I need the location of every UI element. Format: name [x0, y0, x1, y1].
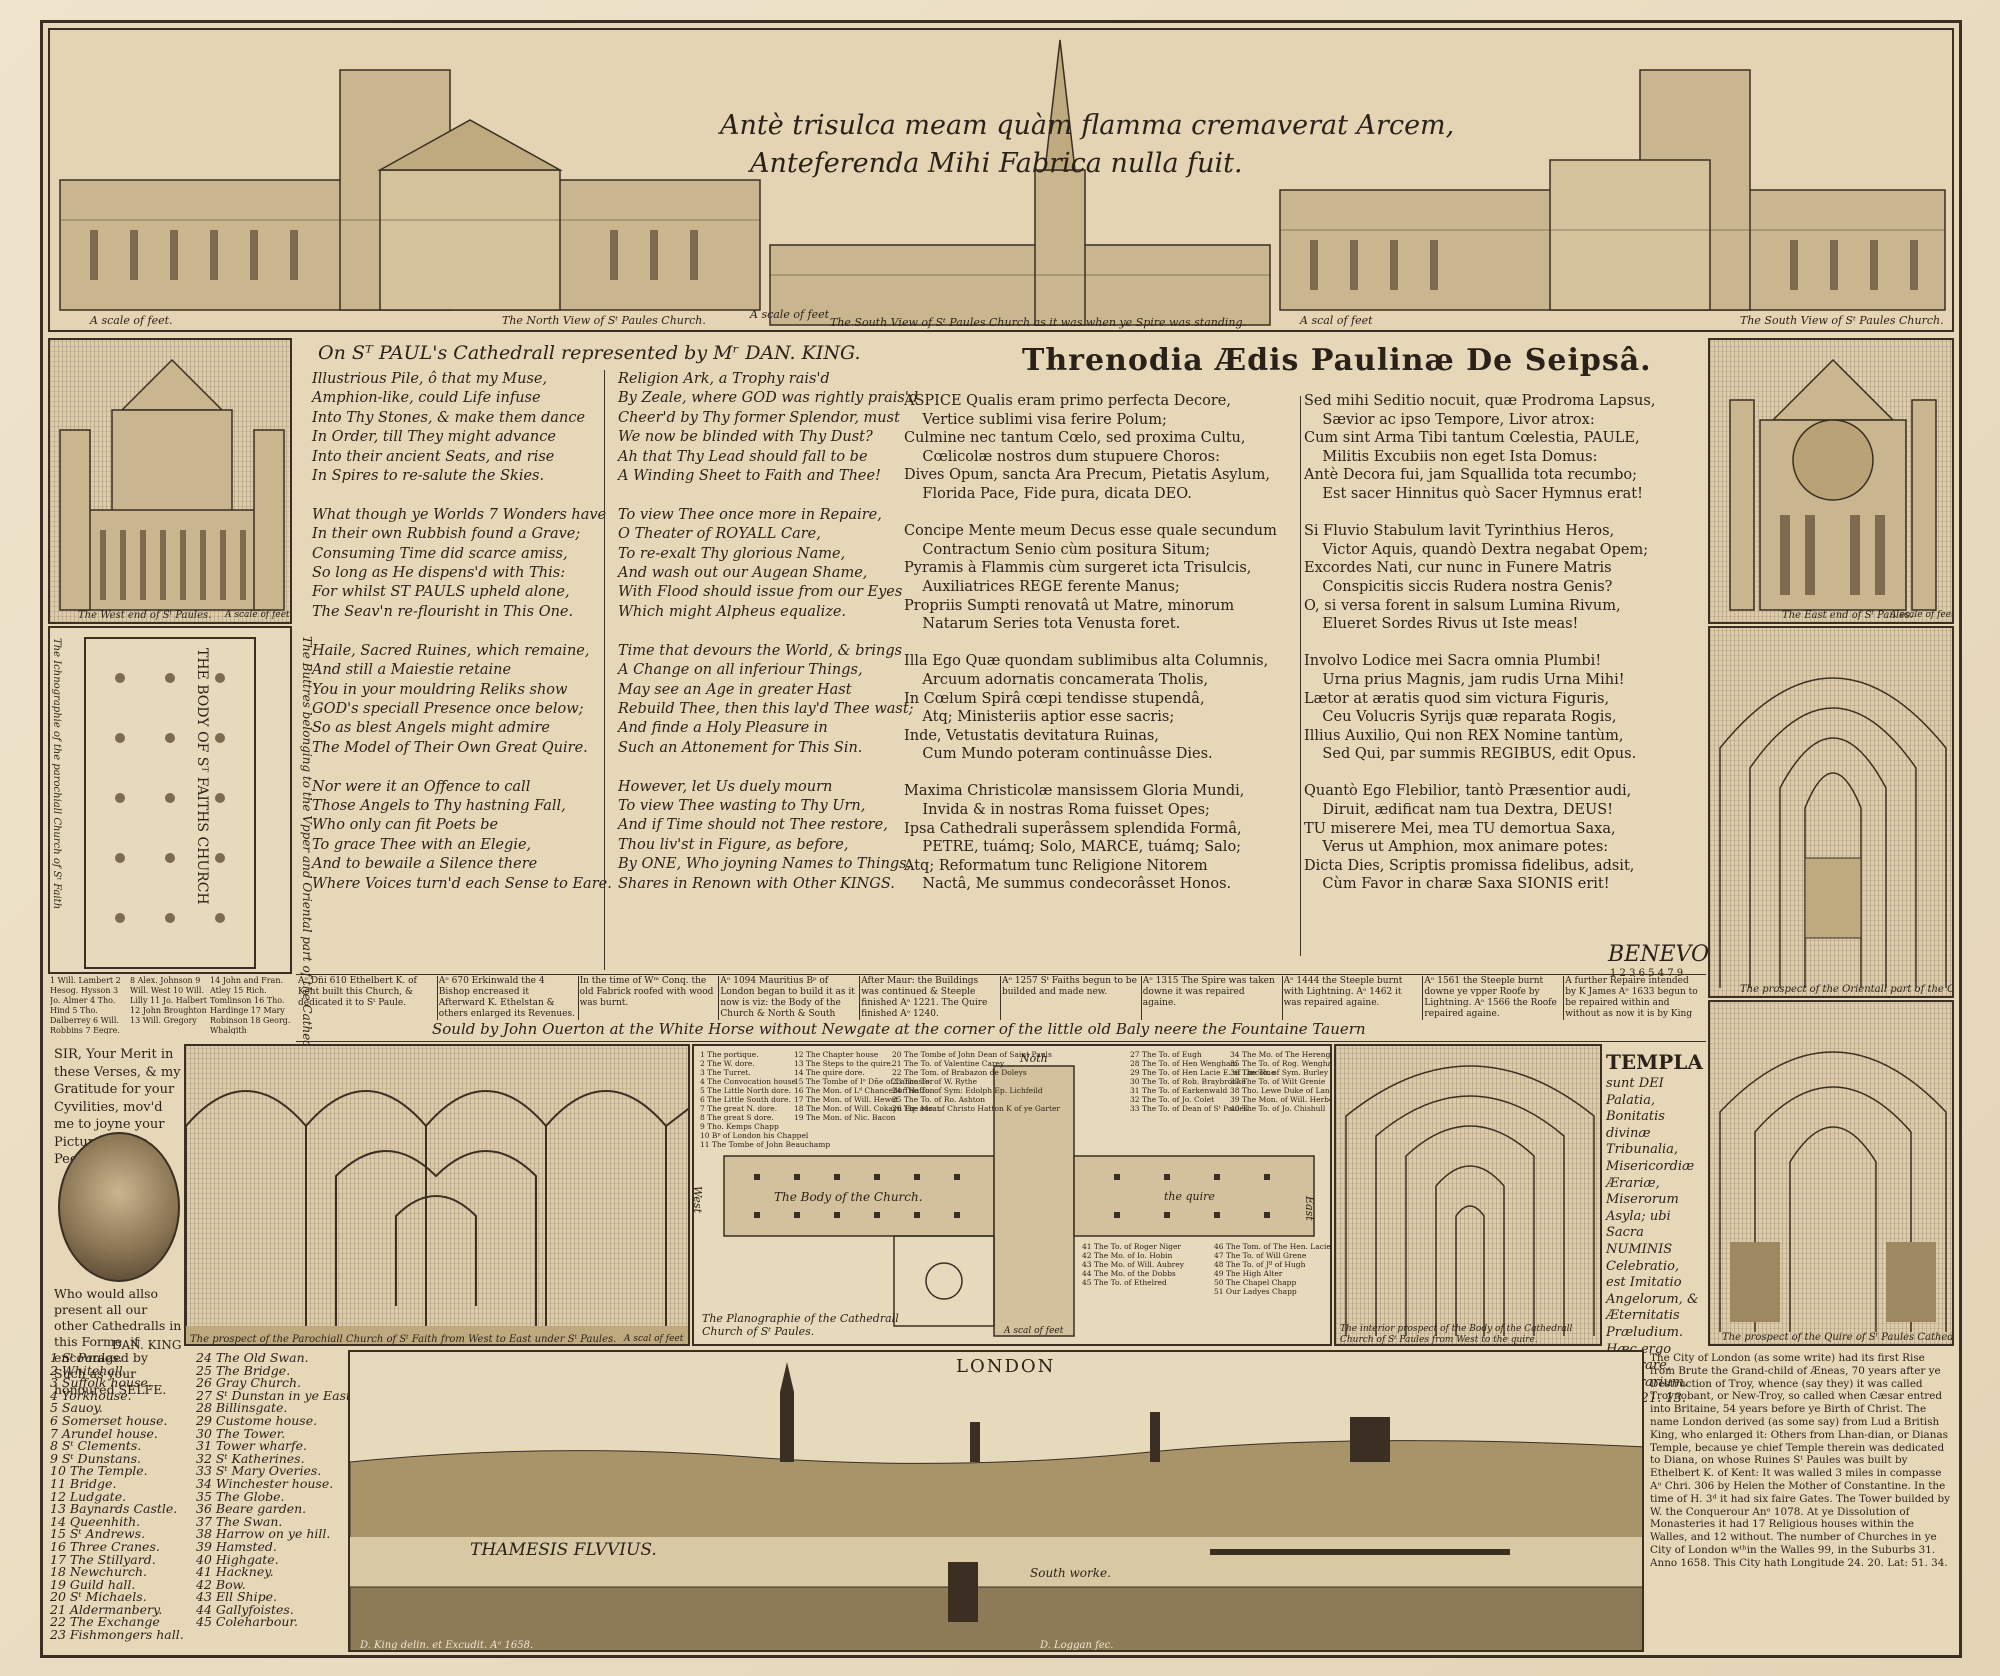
annal-entry: Aᵒ 1257 Sᵗ Faiths begun to be builded an… — [1002, 976, 1142, 1020]
river-label: THAMESIS FLVVIUS. — [470, 1540, 657, 1560]
ichnography-caption: The Ichnographie of the parochiall Churc… — [51, 638, 62, 910]
poem-column-2: Religion Ark, a Trophy rais'd By Zeale, … — [618, 371, 919, 892]
plan-transept — [993, 1065, 1075, 1337]
planography-panel: 1 The portique. 2 The W. dore. 3 The Tur… — [692, 1044, 1332, 1346]
plan-legend-5: 34 The Mo. of The Herenge 35 The To. of … — [1230, 1050, 1332, 1113]
plan-legend-4: 27 The To. of Eugh 28 The To. of Hen Wen… — [1130, 1050, 1276, 1113]
nave-caption: The interior prospect of the Body of the… — [1340, 1324, 1573, 1345]
threnodia-column-1: ASPICE Qualis eram primo perfecta Decore… — [904, 393, 1277, 893]
scale-left-caption: A scale of feet. — [90, 314, 173, 327]
plan-legend-2: 12 The Chapter house 13 The Steps to the… — [794, 1050, 943, 1122]
annals-top-rule — [296, 974, 1706, 975]
st-faith-plan-panel: THE BODY OF Sᵀ FAITHS CHURCH The Ichnogr… — [48, 626, 292, 974]
east-end-panel: The East end of Sᵗ Paules. A scale of fe… — [1708, 338, 1954, 624]
annal-entry: Aᵒ 1444 the Steeple burnt with Lightning… — [1284, 976, 1424, 1020]
st-faith-legend-2: 8 Alex. Johnson 9 Will. West 10 Will. Li… — [130, 976, 207, 1025]
quire-prospect-caption: The prospect of the Quire of Sᵗ Paules C… — [1722, 1332, 1954, 1343]
dedication-name: DAN. KING — [112, 1338, 182, 1352]
sold-by-line: Sould by John Ouerton at the White Horse… — [432, 1020, 1366, 1038]
london-key-list-1: 1 Sᵗ Paules. 2 Whitehall. 3 Suffolk hous… — [50, 1350, 184, 1643]
poem-title: On Sᵀ PAUL's Cathedrall represented by M… — [318, 342, 861, 364]
signature-numbers: 1 2 3 6 5 4 7 9 — [1610, 968, 1683, 979]
portrait-oval — [58, 1132, 180, 1282]
crypt-caption: The prospect of the Parochiall Church of… — [190, 1334, 617, 1345]
plan-legend-3: 20 The Tombe of John Dean of Saint Pauls… — [892, 1050, 1060, 1113]
dedication-lower: Who would allso present all our other Ca… — [54, 1286, 182, 1397]
threnodia-column-2: Sed mihi Seditio nocuit, quæ Prodroma La… — [1304, 393, 1656, 893]
annals-row: Aᵒ Dñi 610 Ethelbert K. of Kent built th… — [298, 976, 1706, 1022]
oriental-prospect-panel: The prospect of the Orientall part of th… — [1708, 626, 1954, 998]
credit-left: D. King delin. et Excudit. Aᵒ 1658. — [360, 1640, 534, 1651]
poem-column-1: Illustrious Pile, ô that my Muse, Amphio… — [312, 371, 612, 892]
west-end-caption: The West end of Sᵗ Paules. — [78, 610, 212, 621]
plan-scale: A scal of feet — [1004, 1326, 1064, 1336]
annal-entry: A further Repaire intended by K James Aᵒ… — [1565, 976, 1698, 1019]
annal-entry: Aᵒ 670 Erkinwald the 4 Bishop encreased … — [439, 976, 579, 1020]
motto-line-1: Antè trisulca meam quàm flamma cremavera… — [720, 110, 1455, 141]
plan-quire — [1073, 1155, 1315, 1237]
plan-body-label: The Body of the Church. — [774, 1190, 923, 1204]
quire-prospect-panel: The prospect of the Quire of Sᵗ Paules C… — [1708, 1000, 1954, 1346]
west-scale-caption: A scale of feet — [225, 610, 290, 620]
annal-entry: Aᵒ 1315 The Spire was taken downe it was… — [1143, 976, 1283, 1020]
motto-line-2: Anteferenda Mihi Fabrica nulla fuit. — [750, 148, 1243, 179]
credit-right: D. Loggan fec. — [1040, 1640, 1114, 1651]
south-cross-view-caption: The South View of Sᵗ Paules Church as it… — [830, 316, 1247, 329]
threnodia-title: Threnodia Ædis Paulinæ De Seipsâ. — [1022, 343, 1652, 378]
plan-caption: The Planographie of the Cathedrall Churc… — [702, 1312, 899, 1338]
oriental-prospect-caption: The prospect of the Orientall part of th… — [1740, 984, 1954, 995]
southwark-church — [948, 1562, 978, 1622]
london-panorama-panel: LONDON THAMESIS FLVVIUS. South worke. D.… — [348, 1350, 1644, 1652]
annal-entry: Aᵒ 1094 Mauritius Bᵖ of London began to … — [720, 976, 861, 1020]
st-faith-body-title: THE BODY OF Sᵀ FAITHS CHURCH — [194, 648, 210, 905]
top-elevations-panel: Antè trisulca meam quàm flamma cremavera… — [48, 28, 1954, 332]
st-faith-legend-1: 1 Will. Lambert 2 Hesog. Hysson 3 Jo. Al… — [50, 976, 121, 1034]
plan-west-label: West — [692, 1186, 704, 1213]
east-scale-caption: A scale of feet — [1890, 610, 1954, 620]
plan-east-label: East — [1303, 1196, 1316, 1221]
spire-view-nave — [769, 244, 1271, 326]
threnodia-column-divider — [1300, 396, 1301, 956]
annal-entry: After Maur: the Buildings was continued … — [861, 976, 1001, 1020]
nave-interior-panel: The interior prospect of the Body of the… — [1334, 1044, 1602, 1346]
st-faith-crypt-panel: The prospect of the Parochiall Church of… — [184, 1044, 690, 1346]
annal-entry: Aᵒ 1561 the Steeple burnt downe ye vpper… — [1424, 976, 1565, 1020]
scale-mid-caption: A scale of feet — [750, 308, 830, 321]
london-title: LONDON — [956, 1356, 1056, 1377]
crypt-scale-caption: A scal of feet — [624, 1334, 684, 1344]
plan-legend-6: 41 The To. of Roger Niger 42 The Mo. of … — [1082, 1242, 1184, 1287]
cathedral-elevations-drawing — [59, 39, 1946, 326]
spire — [1044, 39, 1076, 171]
annal-entry: In the time of Wᵐ Conq. the old Fabrick … — [580, 976, 720, 1020]
plan-nave — [723, 1155, 995, 1237]
plan-cloister — [893, 1235, 995, 1327]
rose-window — [1792, 419, 1874, 501]
plan-north-label: Noth — [1020, 1052, 1048, 1065]
poem-column-divider — [604, 370, 605, 970]
city-history-text: The City of London (as some write) had i… — [1650, 1352, 1950, 1569]
southwark-label: South worke. — [1030, 1566, 1111, 1580]
south-view-caption: The South View of Sᵗ Paules Church. — [1740, 314, 1944, 327]
plan-legend-7: 46 The Tom. of The Hen. Lacie 47 The To.… — [1214, 1242, 1331, 1296]
templa-heading: TEMPLA — [1606, 1050, 1703, 1074]
east-end-caption: The East end of Sᵗ Paules. — [1782, 610, 1914, 621]
annal-entry: Aᵒ Dñi 610 Ethelbert K. of Kent built th… — [298, 976, 438, 1020]
west-end-panel: The West end of Sᵗ Paules. A scale of fe… — [48, 338, 292, 624]
north-view-caption: The North View of Sᵗ Paules Church. — [502, 314, 706, 327]
annals-bottom-rule — [296, 1041, 1706, 1042]
plan-quire-label: the quire — [1164, 1190, 1215, 1203]
plan-legend-1: 1 The portique. 2 The W. dore. 3 The Tur… — [700, 1050, 831, 1149]
london-key-list-2: 24 The Old Swan. 25 The Bridge. 26 Gray … — [196, 1350, 355, 1630]
st-faith-legend-3: 14 John and Fran. Atley 15 Rich. Tomlins… — [210, 976, 291, 1034]
scale-mid2-caption: A scal of feet — [1300, 314, 1373, 327]
